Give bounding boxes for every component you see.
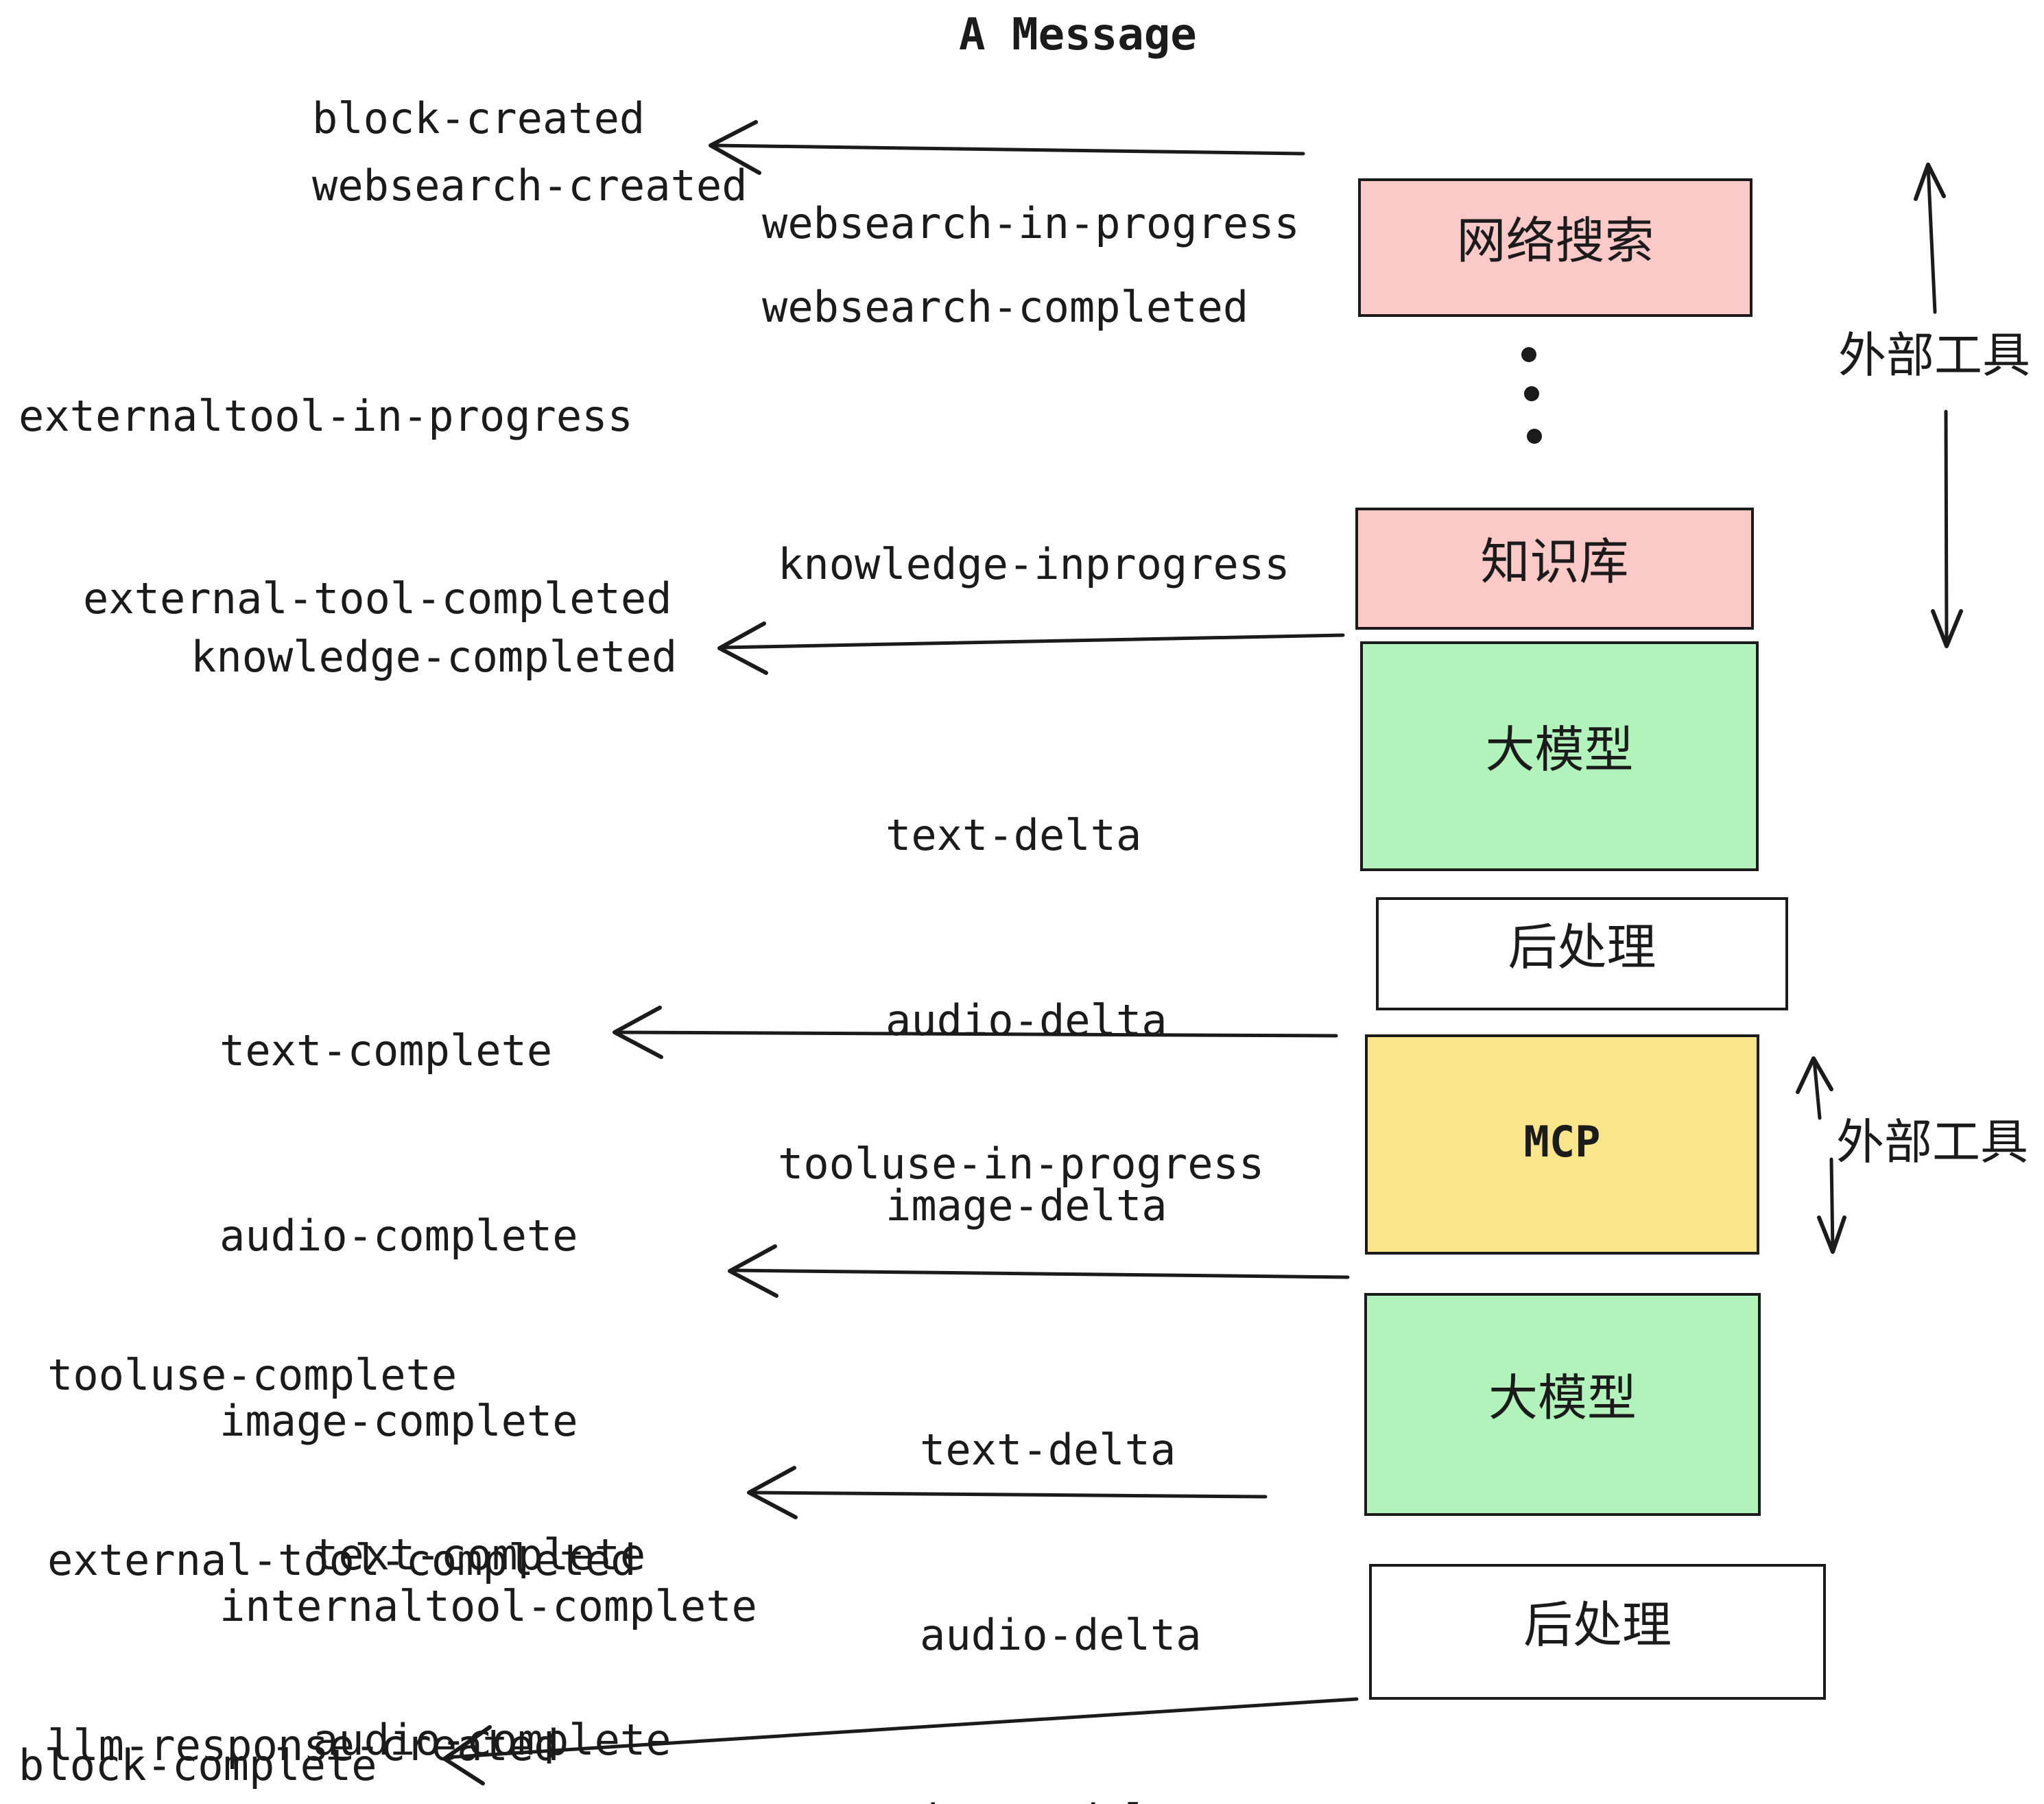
vertical-ellipsis-icon bbox=[1521, 347, 1542, 444]
box-label-llm-bottom: 大模型 bbox=[1488, 1368, 1637, 1427]
box-knowledge-base: 知识库 bbox=[1355, 508, 1754, 630]
page-title: A Message bbox=[959, 10, 1197, 60]
arrow-to-knowledge-completed bbox=[717, 621, 1345, 675]
event-label-image-delta-2: image-delta bbox=[920, 1790, 1202, 1804]
event-label-image-complete: image-complete bbox=[219, 1396, 578, 1446]
box-label-llm-top: 大模型 bbox=[1485, 720, 1634, 779]
event-label-audio-complete: audio-complete bbox=[219, 1211, 578, 1261]
event-group-delta-bottom: text-delta audio-delta image-delta bbox=[920, 1296, 1202, 1804]
event-label-text-delta: text-delta bbox=[886, 810, 1142, 860]
event-group-tooluse: tooluse-complete external-tool-completed… bbox=[47, 1221, 637, 1804]
event-label-tooluse-in-progress: tooluse-in-progress bbox=[778, 1139, 1265, 1189]
event-label-external-tool-completed: external-tool-completed bbox=[83, 573, 672, 624]
event-label-image-delta: image-delta bbox=[886, 1180, 1167, 1231]
event-label-externaltool-in-progress: externaltool-in-progress bbox=[19, 391, 633, 441]
side-label-external-tools-bottom: 外部工具 bbox=[1836, 1114, 2028, 1170]
event-label-text-complete-2: text-complete bbox=[313, 1530, 646, 1580]
event-group-delta-top: text-delta audio-delta image-delta bbox=[886, 681, 1167, 1360]
external-tools-bottom-down-arrow bbox=[1817, 1157, 1846, 1254]
event-label-audio-complete-2: audio-complete bbox=[313, 1715, 672, 1765]
event-label-block-complete: block-complete bbox=[19, 1740, 377, 1790]
event-label-knowledge-completed: knowledge-completed bbox=[191, 632, 678, 682]
event-label-audio-delta: audio-delta bbox=[886, 995, 1167, 1045]
box-llm-top: 大模型 bbox=[1360, 641, 1759, 871]
event-label-websearch-completed: websearch-completed bbox=[762, 282, 1249, 332]
event-label-websearch-in-progress: websearch-in-progress bbox=[762, 198, 1300, 248]
external-tools-bottom-up-arrow bbox=[1796, 1056, 1833, 1120]
box-websearch: 网络搜索 bbox=[1358, 178, 1752, 317]
event-group-complete-bottom: text-complete audio-complete image-compl… bbox=[313, 1401, 851, 1804]
event-group-complete-top: text-complete audio-complete image-compl… bbox=[219, 897, 757, 1761]
external-tools-top-down-arrow bbox=[1931, 410, 1963, 648]
event-label-knowledge-inprogress: knowledge-inprogress bbox=[778, 539, 1290, 589]
box-label-postprocess-top: 后处理 bbox=[1508, 918, 1656, 976]
event-label-audio-delta-2: audio-delta bbox=[920, 1610, 1202, 1660]
box-label-mcp: MCP bbox=[1523, 1116, 1601, 1167]
side-label-external-tools-top: 外部工具 bbox=[1838, 327, 2030, 383]
event-label-text-complete: text-complete bbox=[219, 1025, 553, 1076]
event-label-tooluse-complete: tooluse-complete bbox=[47, 1350, 457, 1400]
box-mcp: MCP bbox=[1365, 1034, 1759, 1255]
box-llm-bottom: 大模型 bbox=[1364, 1293, 1761, 1516]
event-label-external-tool-completed-2: external-tool-completed bbox=[47, 1535, 637, 1585]
event-label-websearch-created: websearch-created bbox=[312, 161, 748, 211]
box-postprocess-top: 后处理 bbox=[1376, 897, 1788, 1010]
box-postprocess-bottom: 后处理 bbox=[1369, 1564, 1826, 1700]
event-label-text-delta-2: text-delta bbox=[920, 1425, 1176, 1475]
box-label-websearch: 网络搜索 bbox=[1456, 212, 1654, 270]
event-label-llm-response-created: llm-response-created bbox=[47, 1720, 560, 1770]
arrow-to-block-created bbox=[709, 120, 1305, 175]
event-label-internaltool-complete: internaltool-complete bbox=[219, 1581, 757, 1631]
box-label-knowledge-base: 知识库 bbox=[1480, 533, 1629, 591]
event-label-block-created: block-created bbox=[312, 93, 645, 143]
box-label-postprocess-bottom: 后处理 bbox=[1523, 1596, 1672, 1654]
external-tools-top-up-arrow bbox=[1914, 163, 1946, 314]
